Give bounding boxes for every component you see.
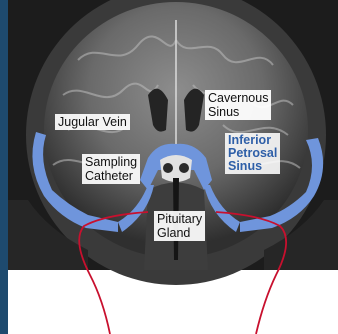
mri-illustration [8, 0, 338, 334]
jugular-vein-label: Jugular Vein [55, 114, 130, 130]
sampling-catheter-label: Sampling Catheter [82, 154, 140, 184]
cavernous-sinus-label: Cavernous Sinus [205, 90, 271, 120]
inferior-petrosal-sinus-label: Inferior Petrosal Sinus [225, 133, 280, 174]
diagram-frame: Jugular Vein Cavernous Sinus Inferior Pe… [8, 0, 338, 334]
pituitary-gland-label: Pituitary Gland [154, 211, 205, 241]
